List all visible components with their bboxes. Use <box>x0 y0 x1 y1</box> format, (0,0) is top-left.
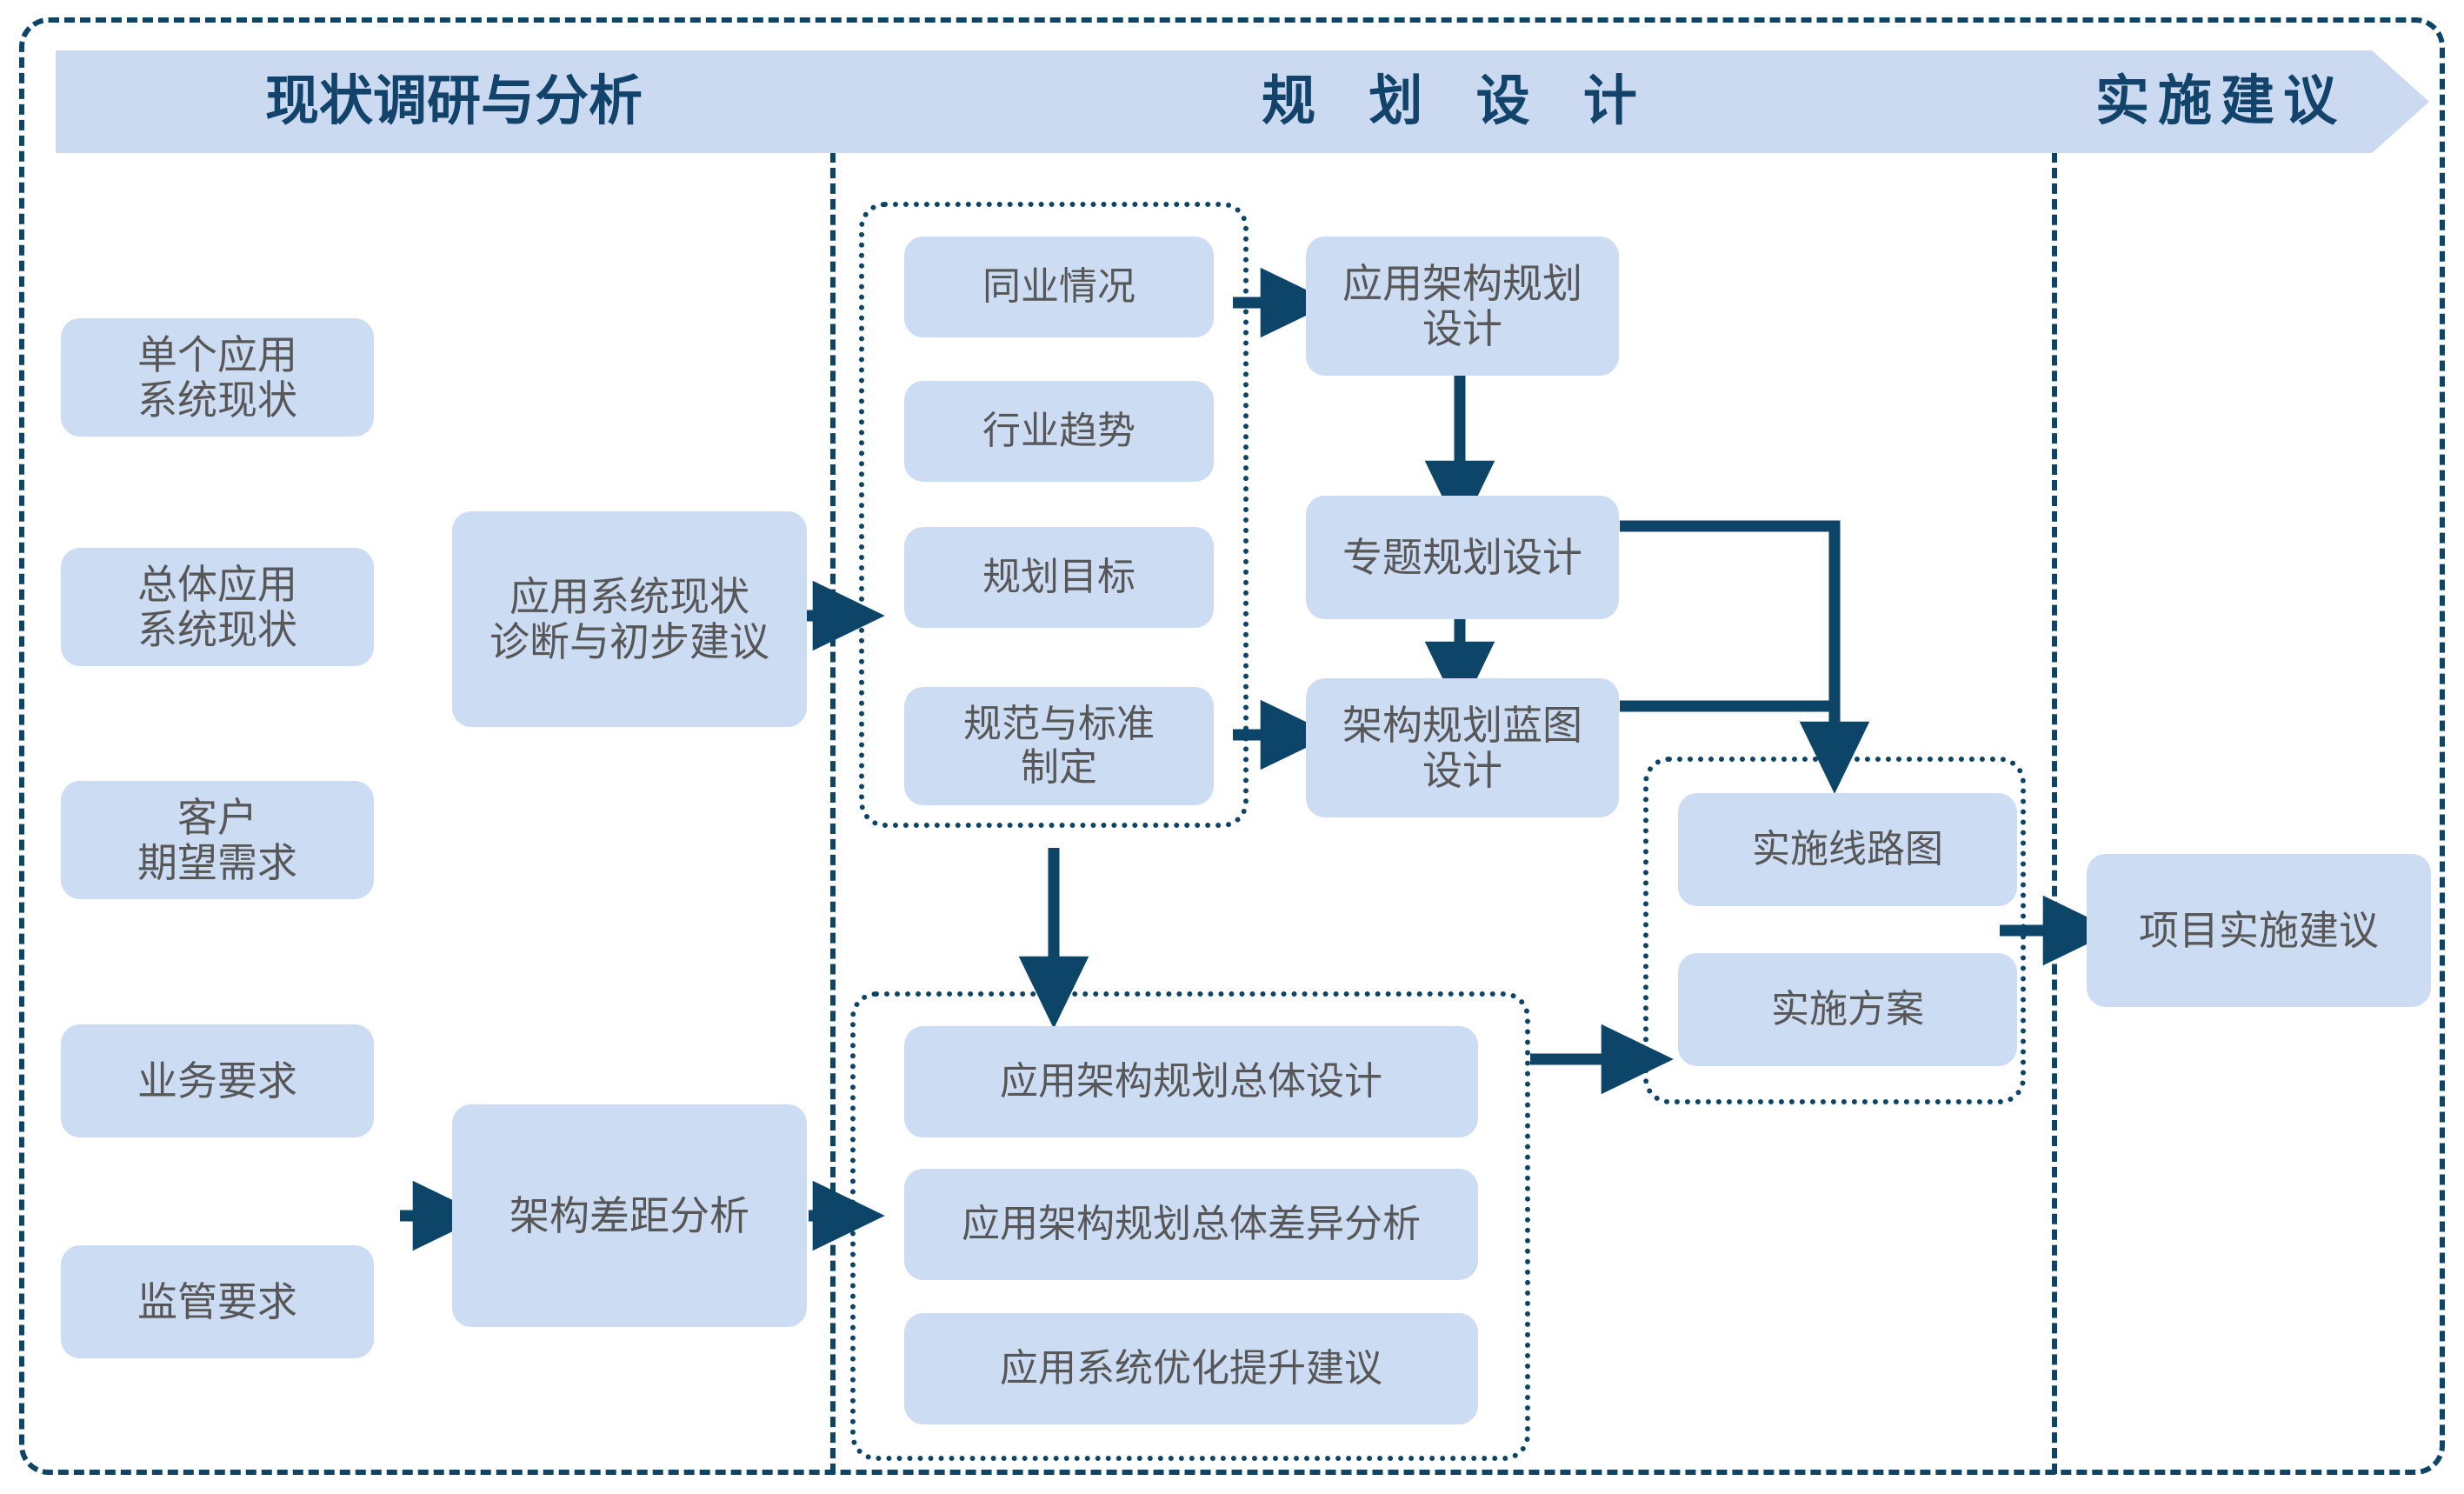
node-overall-design[interactable]: 应用架构规划总体设计 <box>904 1026 1478 1137</box>
phase-title-survey: 现状调研与分析 <box>264 71 643 131</box>
node-impl-plan[interactable]: 实施方案 <box>1678 953 2017 1066</box>
node-app-arch-planning-design[interactable]: 应用架构规划 设计 <box>1306 237 1619 376</box>
node-industry-trend[interactable]: 行业趋势 <box>904 381 1214 482</box>
node-optimization-advice[interactable]: 应用系统优化提升建议 <box>904 1313 1478 1424</box>
phase-band-survey: 现状调研与分析 <box>56 50 904 153</box>
node-gap-analysis[interactable]: 架构差距分析 <box>452 1104 807 1327</box>
column-divider-plan-advice <box>2052 152 2057 1474</box>
node-diagnosis[interactable]: 应用系统现状 诊断与初步建议 <box>452 511 807 727</box>
implementation-group-container <box>1643 757 2026 1104</box>
node-single-app-status[interactable]: 单个应用 系统现状 <box>61 318 374 437</box>
node-impl-roadmap[interactable]: 实施线路图 <box>1678 793 2017 906</box>
node-planning-goal[interactable]: 规划目标 <box>904 527 1214 628</box>
overall-design-group-container <box>850 991 1530 1461</box>
node-overall-app-status[interactable]: 总体应用 系统现状 <box>61 548 374 666</box>
node-business-req[interactable]: 业务要求 <box>61 1024 374 1137</box>
node-arch-blueprint-design[interactable]: 架构规划蓝图 设计 <box>1306 678 1619 817</box>
column-divider-survey-plan <box>830 152 836 1474</box>
arrow-topic-elbow-to-implementation <box>1620 520 1870 794</box>
phase-band-planning: 规 划 设 计 <box>828 50 2062 153</box>
research-group-container <box>859 202 1249 828</box>
node-spec-standard[interactable]: 规范与标准 制定 <box>904 687 1214 805</box>
phase-title-planning: 规 划 设 计 <box>1262 71 1656 131</box>
node-peer-status[interactable]: 同业情况 <box>904 237 1214 337</box>
node-overall-gap[interactable]: 应用架构规划总体差异分析 <box>904 1169 1478 1280</box>
phase-band-advice: 实施建议 <box>1986 50 2429 153</box>
node-customer-demand[interactable]: 客户 期望需求 <box>61 781 374 899</box>
node-topic-planning-design[interactable]: 专题规划设计 <box>1306 496 1619 619</box>
node-regulatory-req[interactable]: 监管要求 <box>61 1245 374 1358</box>
node-project-impl-advice[interactable]: 项目实施建议 <box>2087 854 2431 1007</box>
phase-title-advice: 实施建议 <box>2094 71 2346 131</box>
